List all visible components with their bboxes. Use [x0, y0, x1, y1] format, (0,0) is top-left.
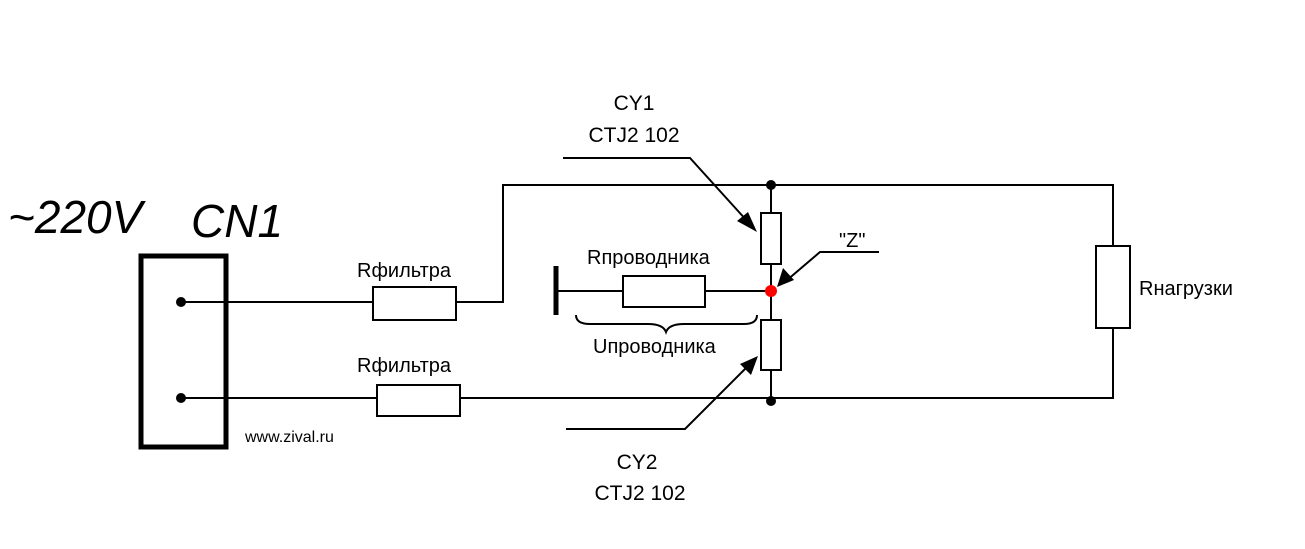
cy1-name-label: CY1: [614, 92, 655, 115]
capacitor-cy1: [760, 212, 782, 265]
cy2-name-label: CY2: [617, 451, 658, 474]
watermark: www.zival.ru: [244, 429, 334, 446]
resistor-conductor: [622, 275, 706, 308]
capacitor-cy2: [760, 319, 782, 371]
junction-top: [766, 180, 776, 190]
conductor-voltage-label: Uпроводника: [593, 336, 717, 358]
conductor-brace: [575, 314, 758, 335]
cy1-pointer-arrow: [737, 212, 757, 232]
cy2-pointer-line: [566, 365, 749, 430]
node-z-label: "Z": [839, 230, 865, 252]
wire-top-to-rail: [456, 184, 1114, 303]
resistor-filter-top: [372, 286, 457, 321]
load-resistor-label: Rнагрузки: [1139, 278, 1233, 300]
filter-top-label: Rфильтра: [357, 260, 452, 282]
resistor-load: [1095, 245, 1131, 329]
wire-bottom-to-rail: [460, 328, 1114, 399]
cy2-part-label: CTJ2 102: [594, 482, 685, 505]
resistor-filter-bottom: [376, 384, 461, 417]
cy1-part-label: CTJ2 102: [588, 124, 679, 147]
node-z-dot: [765, 285, 777, 297]
z-pointer-arrow: [777, 268, 794, 287]
connector-cn1-body: [138, 253, 229, 450]
filter-bottom-label: Rфильтра: [357, 355, 452, 377]
z-pointer-line: [785, 251, 879, 282]
conductor-resistor-label: Rпроводника: [587, 247, 711, 269]
junction-bottom: [766, 396, 776, 406]
cy2-pointer-arrow: [740, 356, 758, 375]
voltage-label: ~220V: [8, 191, 147, 243]
connector-label: CN1: [191, 195, 283, 247]
cy1-pointer-line: [563, 157, 749, 223]
